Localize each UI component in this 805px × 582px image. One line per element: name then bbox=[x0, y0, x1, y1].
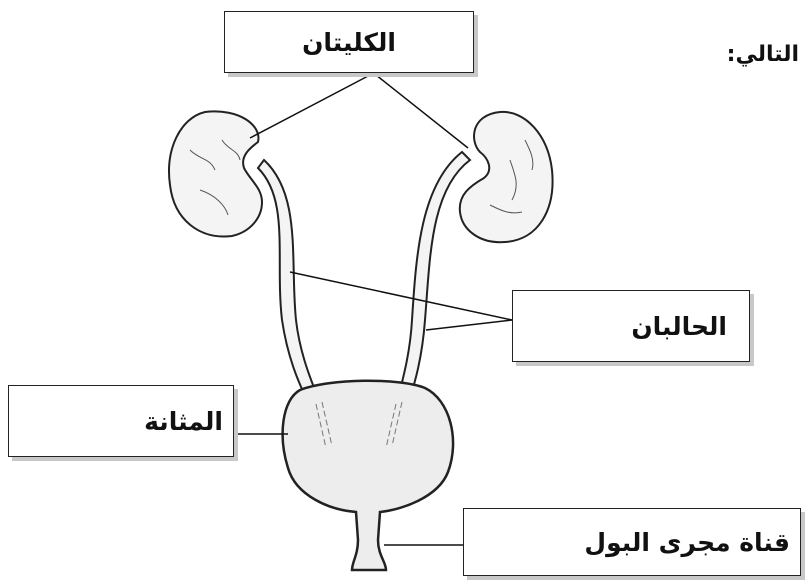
header-text: التالي: bbox=[726, 42, 799, 67]
ureters-leader-left bbox=[289, 271, 513, 321]
kidneys-leader-left bbox=[249, 74, 371, 139]
kidneys-label-text: الكليتان bbox=[302, 27, 396, 57]
bladder-label: المثانة bbox=[8, 385, 234, 457]
right-kidney bbox=[458, 110, 554, 244]
ureters-label-text: الحالبان bbox=[631, 311, 727, 341]
ureters-label: الحالبان bbox=[512, 290, 750, 362]
left-kidney bbox=[168, 110, 264, 238]
urethra-label-text: قناة مجرى البول bbox=[584, 527, 790, 557]
right-ureter bbox=[396, 150, 472, 399]
bladder-label-text: المثانة bbox=[144, 406, 223, 436]
urethra-label: قناة مجرى البول bbox=[463, 508, 801, 576]
left-ureter bbox=[256, 158, 320, 399]
kidneys-leader-right bbox=[375, 74, 469, 149]
ureters-leader-right bbox=[425, 319, 513, 331]
bladder bbox=[281, 379, 455, 572]
kidneys-label: الكليتان bbox=[224, 11, 474, 73]
